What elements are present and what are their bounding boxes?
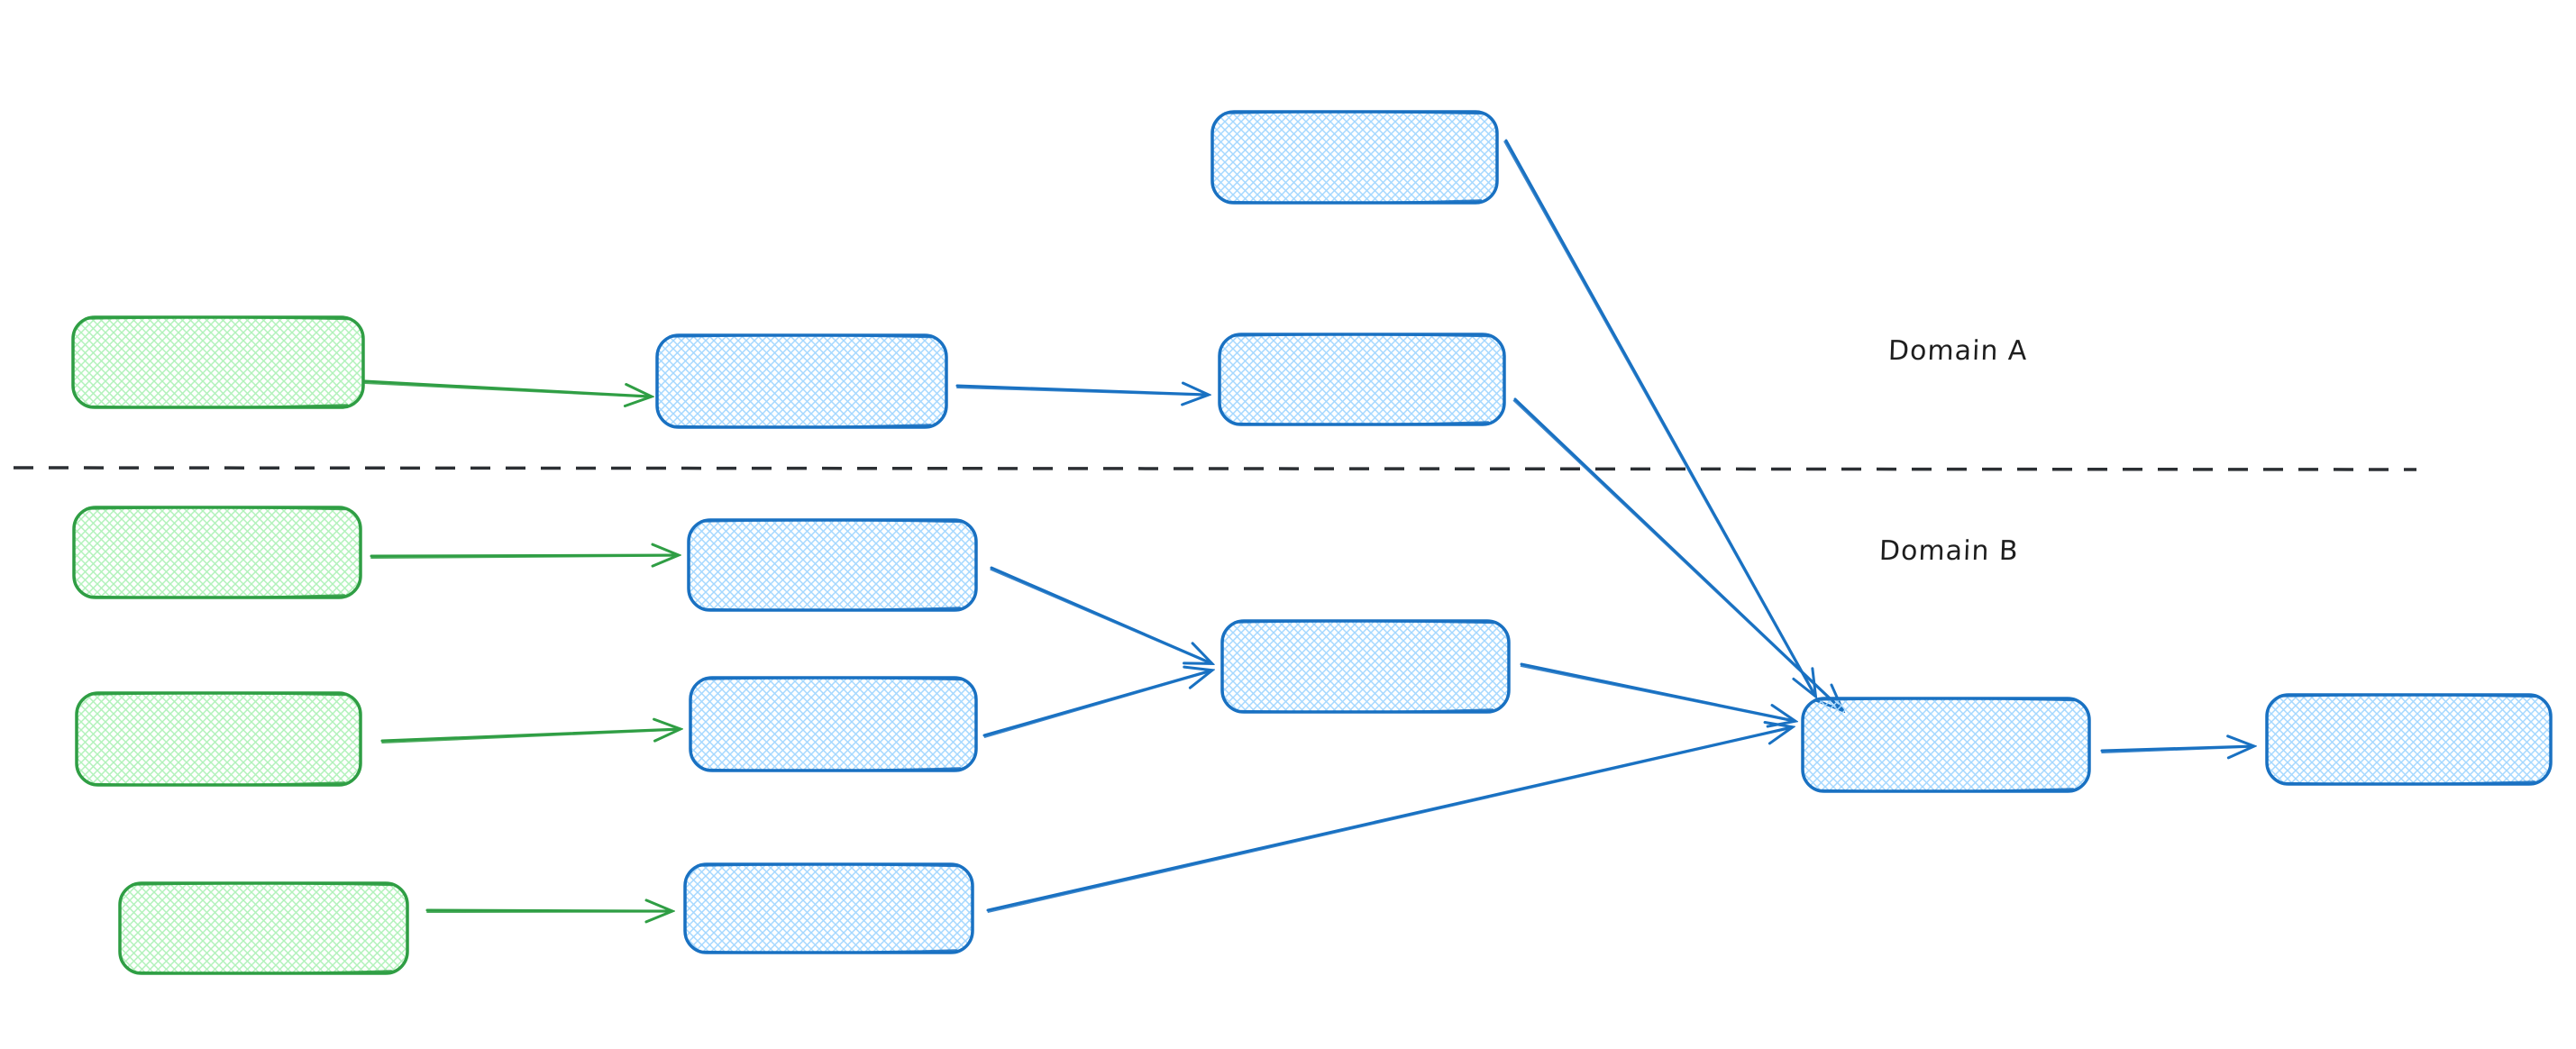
edge-green-b-3-to-blue-b-3[interactable]	[425, 910, 671, 912]
node-green-b-3[interactable]	[118, 881, 409, 975]
node-blue-b-3[interactable]	[683, 862, 974, 954]
node-blue-b-3-sketch-stroke	[696, 862, 962, 954]
node-blue-sink[interactable]	[1801, 697, 2091, 793]
node-green-b-3-sketch-stroke	[131, 881, 397, 975]
node-green-b-2-sketch-stroke	[87, 691, 350, 787]
edge-blue-sink-to-blue-final[interactable]	[2100, 746, 2253, 753]
node-green-a[interactable]	[71, 315, 365, 409]
edge-blue-a-2-to-blue-sink[interactable]	[1512, 397, 1842, 711]
node-top-blue-sketch-stroke	[1223, 110, 1486, 205]
node-green-a-sketch-stroke	[84, 315, 352, 409]
node-blue-sink-sketch-stroke	[1813, 697, 2078, 793]
domain-b-label[interactable]: Domain B	[1878, 535, 2020, 567]
node-top-blue[interactable]	[1210, 110, 1499, 205]
node-blue-a-1-sketch-stroke	[668, 333, 936, 429]
edge-green-b-1-to-blue-b-1[interactable]	[370, 555, 678, 558]
edge-blue-b-2-to-merge[interactable]	[982, 670, 1211, 738]
edge-green-a-to-blue-a-1[interactable]	[363, 379, 651, 397]
edge-blue-a-1-to-blue-a-2[interactable]	[955, 386, 1208, 396]
domain-divider-dashed-line[interactable]	[13, 466, 2417, 471]
node-blue-a-1[interactable]	[655, 333, 948, 429]
node-blue-b-merge[interactable]	[1220, 619, 1511, 714]
node-blue-a-2-sketch-stroke	[1230, 333, 1494, 426]
node-green-b-2[interactable]	[75, 691, 362, 787]
node-blue-b-2[interactable]	[689, 676, 978, 772]
node-blue-b-1[interactable]	[687, 518, 978, 612]
node-blue-b-1-sketch-stroke	[699, 518, 965, 612]
node-green-b-1[interactable]	[72, 506, 362, 599]
edge-blue-b-1-to-merge[interactable]	[990, 566, 1211, 664]
edge-blue-b-3-to-blue-sink[interactable]	[986, 727, 1792, 913]
domain-a-label[interactable]: Domain A	[1887, 335, 2029, 367]
node-blue-final-sketch-stroke	[2278, 693, 2540, 786]
node-blue-b-2-sketch-stroke	[701, 676, 965, 772]
edge-green-b-2-to-blue-b-2[interactable]	[380, 729, 680, 743]
node-blue-final[interactable]	[2265, 693, 2553, 786]
node-blue-a-2[interactable]	[1218, 333, 1506, 426]
node-blue-b-merge-sketch-stroke	[1233, 619, 1498, 714]
edge-merge-to-blue-sink[interactable]	[1520, 662, 1795, 722]
node-green-b-1-sketch-stroke	[85, 506, 350, 599]
edge-top-blue-to-blue-sink[interactable]	[1503, 139, 1815, 696]
